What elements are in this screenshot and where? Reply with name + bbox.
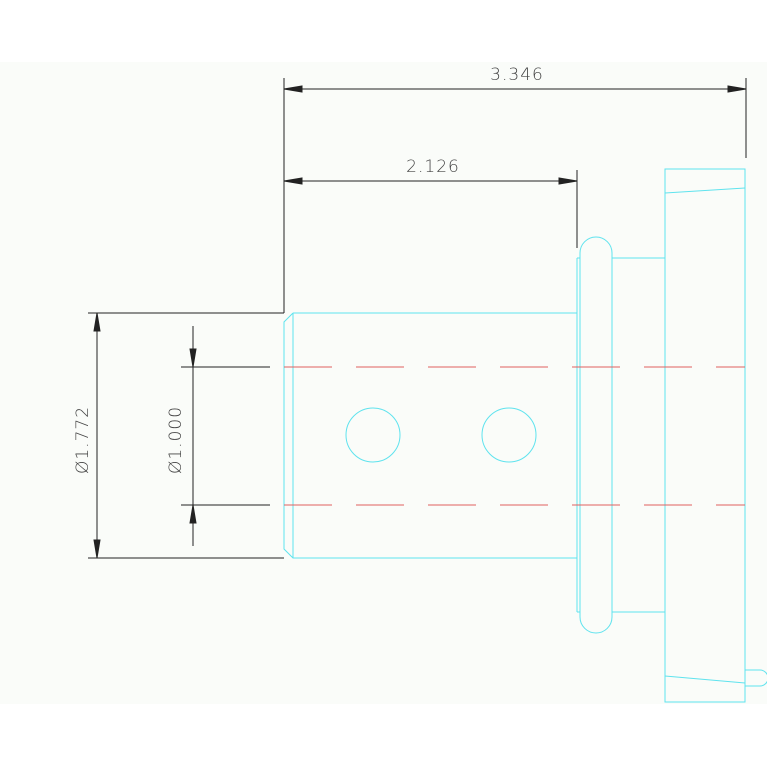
bore-diameter-label: Ø1.000 xyxy=(166,406,186,474)
shank-body xyxy=(283,312,578,559)
cross-hole-left xyxy=(345,407,401,463)
overall-length-label: 3.346 xyxy=(490,65,544,85)
drawing-sheet xyxy=(0,62,767,704)
collar-ring xyxy=(576,236,613,634)
dimensions xyxy=(88,78,747,559)
part-outline xyxy=(283,168,767,703)
centerlines xyxy=(284,366,745,506)
outer-diameter-label: Ø1.772 xyxy=(73,406,93,474)
cross-hole-right xyxy=(481,407,537,463)
dim-bore-diameter xyxy=(189,326,197,546)
flange-head xyxy=(664,168,746,703)
dim-shank-length xyxy=(283,177,578,185)
shank-length-label: 2.126 xyxy=(406,157,460,177)
neck xyxy=(612,257,665,613)
flange-pin xyxy=(745,669,767,687)
dim-outer-diameter xyxy=(93,312,101,559)
dim-overall-length xyxy=(283,85,747,93)
